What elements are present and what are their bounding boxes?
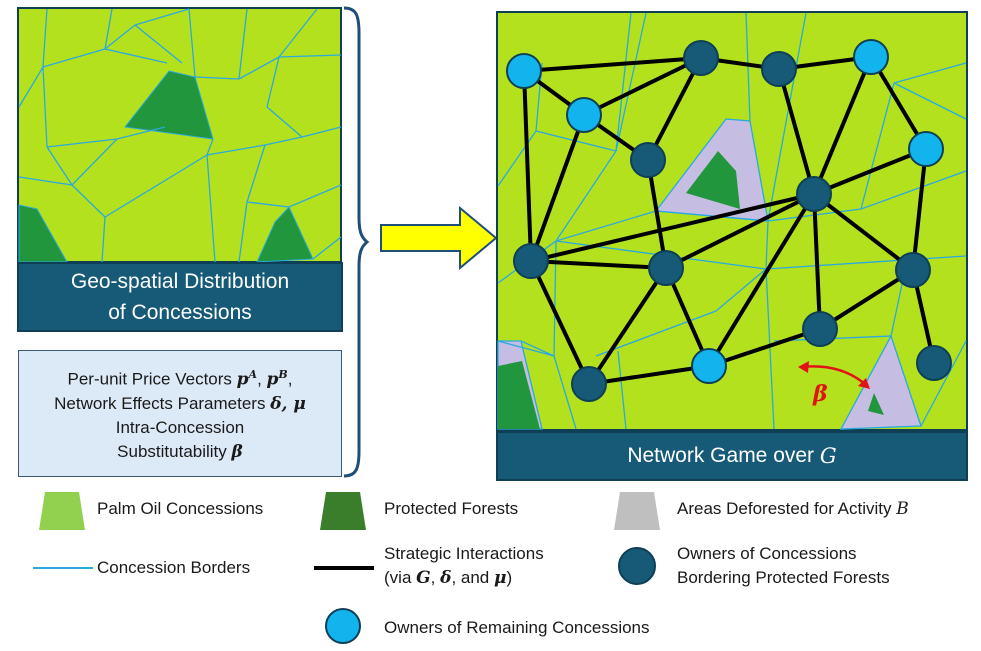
protected-forest-bottom-left bbox=[498, 361, 540, 429]
legend-owners-bordering: Owners of Concessions Bordering Protecte… bbox=[677, 544, 890, 587]
protected-forest-bottom-right bbox=[868, 393, 884, 415]
legend-protected: Protected Forests bbox=[384, 499, 519, 518]
node-dark bbox=[648, 250, 684, 286]
edge-swatch bbox=[314, 566, 374, 570]
substitutability-arrow bbox=[798, 361, 870, 389]
concession-borders-left bbox=[18, 8, 342, 263]
legend-deforested: Areas Deforested for Activity B bbox=[677, 499, 909, 519]
right-arrow bbox=[380, 205, 498, 271]
node-dark bbox=[895, 252, 931, 288]
node-light bbox=[506, 53, 542, 89]
node-dark bbox=[916, 345, 952, 381]
protected-swatch bbox=[320, 492, 366, 530]
deforested-swatch bbox=[614, 492, 660, 530]
concession-borders-right bbox=[497, 12, 967, 430]
concession-map-left bbox=[17, 7, 342, 263]
parameters-line2: Network Effects Parameters δ, μ bbox=[54, 393, 306, 414]
strategic-edges bbox=[522, 55, 936, 386]
border-swatch bbox=[33, 567, 93, 569]
legend-borders: Concession Borders bbox=[97, 558, 251, 577]
curly-brace bbox=[343, 6, 370, 478]
protected-forest-center bbox=[686, 151, 740, 209]
node-light bbox=[853, 39, 889, 75]
parameters-box: Per-unit Price Vectors pA, pB, Network E… bbox=[18, 350, 342, 477]
palm-oil-swatch bbox=[39, 492, 85, 530]
left-panel-title: Geo-spatial Distribution of Concessions bbox=[17, 262, 343, 332]
left-title-line1: Geo-spatial Distribution bbox=[70, 270, 290, 293]
node-light bbox=[566, 97, 602, 133]
node-dark bbox=[571, 366, 607, 402]
parameters-line3: Intra-Concession bbox=[115, 417, 245, 437]
legend-owners-remaining: Owners of Remaining Concessions bbox=[384, 618, 650, 637]
node-dark bbox=[761, 51, 797, 87]
parameters-line1: Per-unit Price Vectors pA, pB, bbox=[67, 368, 293, 390]
node-light bbox=[691, 348, 727, 384]
legend-palm-oil: Palm Oil Concessions bbox=[97, 499, 264, 518]
node-light bbox=[908, 131, 944, 167]
network-nodes bbox=[506, 39, 952, 402]
network-map-right: β bbox=[496, 11, 968, 431]
dark-node-swatch bbox=[618, 547, 656, 585]
legend-strategic: Strategic Interactions (via G, δ, and μ) bbox=[384, 544, 544, 588]
beta-label: β bbox=[812, 381, 828, 407]
node-dark bbox=[802, 311, 838, 347]
node-dark bbox=[513, 243, 549, 279]
parameters-line4: Substitutability β bbox=[117, 441, 243, 462]
node-dark bbox=[796, 176, 832, 212]
left-title-line2: of Concessions bbox=[108, 301, 252, 324]
right-panel-title: Network Game over G bbox=[496, 431, 968, 481]
node-dark bbox=[683, 40, 719, 76]
node-dark bbox=[630, 142, 666, 178]
light-node-swatch bbox=[325, 608, 361, 644]
